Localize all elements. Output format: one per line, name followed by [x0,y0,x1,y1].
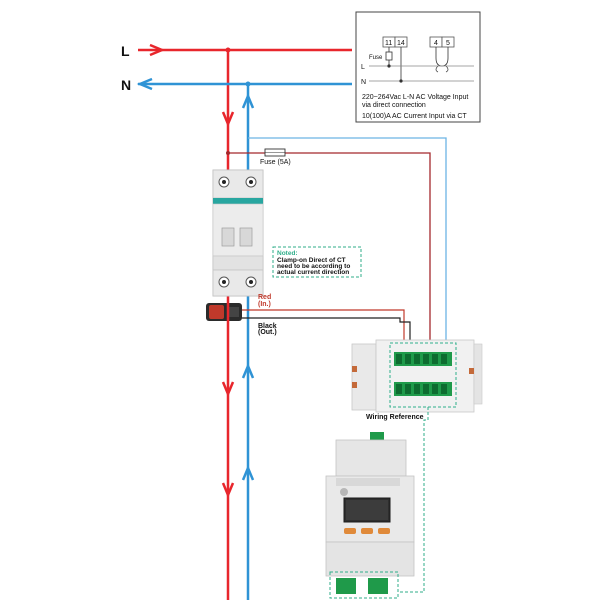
legend-voltage-line2: via direct connection [362,102,426,109]
live-wire [138,43,352,600]
reference-connector-dashed [398,407,429,593]
ct-clamp [206,303,242,321]
ct-black-label: Black [258,323,277,330]
n-line-label: N [121,77,131,93]
ct-red-sub: (In.) [258,301,271,308]
neutral-wire [136,77,352,600]
note-line3: actual current direction [277,269,349,276]
legend-current-line: 10(100)A AC Current Input via CT [362,113,467,120]
fuse-label: Fuse (5A) [260,159,291,166]
l-line-label: L [121,43,130,59]
legend-voltage-line1: 220~264Vac L-N AC Voltage Input [362,94,468,101]
terminal-11-label: 11 [385,40,392,47]
circuit-breaker [212,169,264,297]
energy-meter-device [325,432,415,599]
terminal-5-label: 5 [446,40,450,47]
legend-n-label: N [361,79,366,86]
terminal-14-label: 14 [397,40,405,47]
note-title: Noted: [277,250,298,257]
terminal-legend-box: 11 14 4 5 Fuse L N 220~264Vac L-N AC Vol… [355,11,481,123]
terminal-4-label: 4 [434,40,438,47]
neutral-lead-to-meter [248,137,447,360]
legend-fuse-label: Fuse [369,55,383,61]
note-line1: Clamp-on Direct of CT [277,257,346,264]
ct-black-sub: (Out.) [258,329,277,336]
live-lead-to-meter [228,152,431,360]
legend-l-label: L [361,64,365,71]
ct-black-lead [242,317,411,360]
note-line2: need to be according to [277,263,350,270]
fuse-5a [264,148,286,157]
ct-direction-note: Noted: Clamp-on Direct of CT need to be … [272,246,362,278]
wiring-reference-label: Wiring Reference [366,414,424,421]
terminal-block-reference [351,339,483,413]
ct-red-label: Red [258,294,271,301]
